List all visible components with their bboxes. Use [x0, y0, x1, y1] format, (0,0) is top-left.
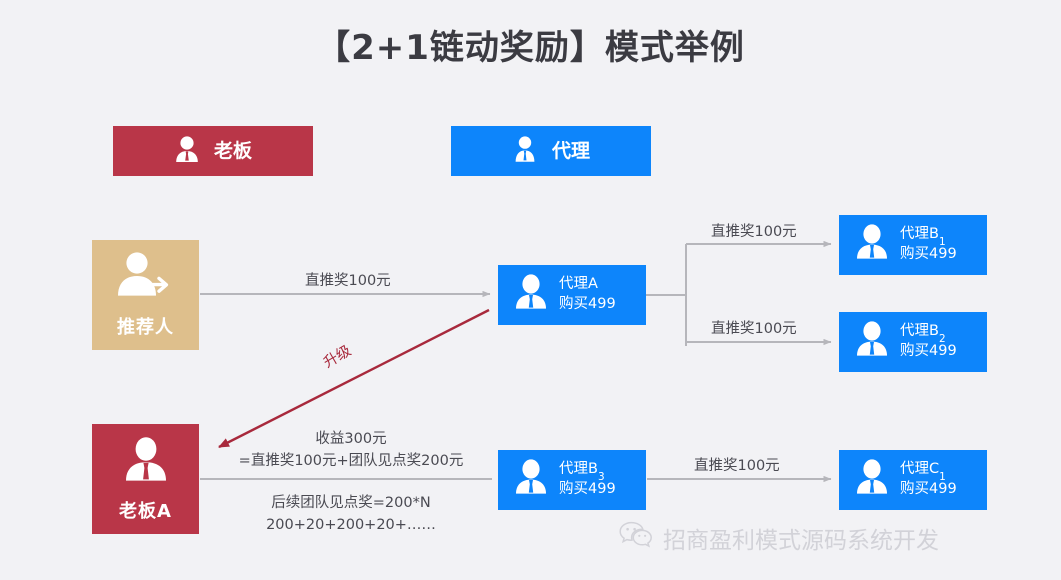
edge-label-referrer-to-agent-a: 直推奖100元: [305, 273, 391, 289]
legend-label-boss: 老板: [213, 139, 252, 162]
watermark: 招商盈利模式源码系统开发: [619, 521, 939, 555]
legend-item-boss[interactable]: 老板: [113, 126, 313, 176]
node-agent-c1-purchase: 购买499: [900, 481, 957, 497]
node-agent-b3-purchase: 购买499: [559, 481, 616, 497]
person-agent-icon: [512, 458, 550, 502]
node-agent-c1[interactable]: 代理C1 购买499: [839, 450, 987, 510]
wechat-icon: [619, 521, 653, 555]
node-agent-b1-name: 代理B1: [900, 226, 946, 248]
node-referrer[interactable]: 推荐人: [92, 240, 199, 350]
node-agent-b2[interactable]: 代理B2 购买499: [839, 312, 987, 372]
edge-upgrade: [218, 308, 490, 449]
node-agent-b3[interactable]: 代理B3 购买499: [498, 450, 646, 510]
note-followup-line-2: 200+20+200+20+……: [266, 517, 436, 534]
person-agent-icon: [512, 273, 550, 317]
edge-label-b3-to-c1: 直推奖100元: [694, 458, 780, 474]
edge-label-agent-a-to-b1: 直推奖100元: [711, 224, 797, 240]
node-agent-b1-purchase: 购买499: [900, 246, 957, 262]
node-boss-a[interactable]: 老板A: [92, 424, 199, 534]
node-agent-a-name: 代理A: [559, 276, 598, 293]
node-agent-a-purchase: 购买499: [559, 296, 616, 312]
node-referrer-label: 推荐人: [117, 317, 174, 338]
person-agent-icon: [853, 458, 891, 502]
note-earnings-line-2: =直推奖100元+团队见点奖200元: [238, 453, 464, 470]
person-boss-icon: [174, 135, 200, 168]
person-arrow-icon: [115, 251, 177, 307]
note-followup-line-1: 后续团队见点奖=200*N: [271, 495, 431, 511]
node-agent-c1-name: 代理C1: [900, 461, 946, 483]
node-boss-a-label: 老板A: [119, 501, 172, 522]
edge-label-upgrade: 升级: [321, 342, 355, 372]
note-earnings-line-1: 收益300元: [315, 431, 387, 447]
person-agent-icon: [853, 320, 891, 364]
watermark-text: 招商盈利模式源码系统开发: [663, 528, 939, 554]
person-agent-icon: [512, 135, 538, 168]
node-agent-b1[interactable]: 代理B1 购买499: [839, 215, 987, 275]
node-agent-b2-name: 代理B2: [900, 323, 946, 345]
legend-item-agent[interactable]: 代理: [451, 126, 651, 176]
person-agent-icon: [853, 223, 891, 267]
node-agent-b3-name: 代理B3: [559, 461, 605, 483]
legend-label-agent: 代理: [551, 139, 590, 162]
person-boss-icon: [120, 435, 172, 491]
edge-label-agent-a-to-b2: 直推奖100元: [711, 321, 797, 337]
note-earnings: 收益300元 =直推奖100元+团队见点奖200元: [216, 428, 486, 473]
note-followup: 后续团队见点奖=200*N 200+20+200+20+……: [216, 492, 486, 537]
page-title: 【2+1链动奖励】模式举例: [316, 28, 745, 68]
node-agent-b2-purchase: 购买499: [900, 343, 957, 359]
node-agent-a[interactable]: 代理A 购买499: [498, 265, 646, 325]
